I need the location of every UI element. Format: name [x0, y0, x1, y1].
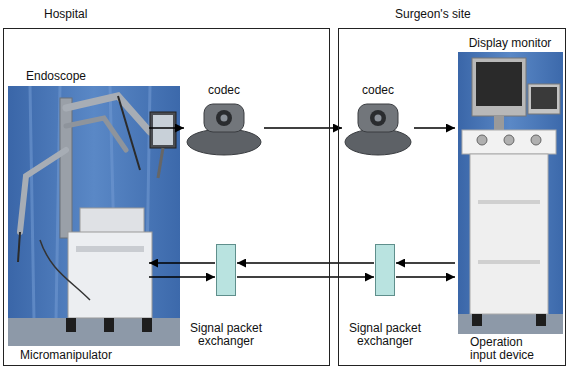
- signal-arrow: [237, 262, 374, 264]
- robot-photo-part: [66, 118, 126, 150]
- exchanger-box: Signal packet exchanger: [216, 244, 236, 296]
- panel-heading: Surgeon's site: [395, 8, 471, 21]
- codec-unit: codec: [185, 84, 263, 158]
- codec-device-part: [345, 129, 411, 155]
- robot-photo-part: [118, 96, 140, 170]
- signal-arrow: [396, 262, 455, 264]
- robot-photo-part: [40, 240, 90, 300]
- signal-arrow: [396, 276, 455, 278]
- console-photo: [458, 52, 563, 334]
- console-photo-part: [472, 314, 482, 326]
- console-photo-part: [531, 87, 557, 109]
- console-photo-part: [458, 52, 563, 334]
- codec-device: [345, 104, 411, 155]
- robot-photo-part: [68, 232, 152, 318]
- component-label: codec: [343, 84, 413, 97]
- component-label: Signal packet exchanger: [340, 322, 430, 348]
- codec-device-part: [216, 110, 232, 126]
- robot-photo-part: [60, 98, 72, 238]
- component-label: Operation input device: [470, 336, 552, 362]
- component-label: Signal packet exchanger: [181, 322, 271, 348]
- robot-photo-part: [80, 208, 144, 234]
- robot-photo-part: [20, 150, 66, 232]
- console-photo-part: [536, 314, 546, 326]
- codec-device-part: [375, 115, 382, 122]
- codec-device-part: [204, 104, 244, 132]
- console-photo-part: [531, 135, 541, 145]
- console-photo-part: [504, 135, 514, 145]
- robot-photo-part: [158, 148, 163, 178]
- console-photo-part: [470, 154, 548, 314]
- robot-photo-part: [150, 112, 176, 148]
- robot-photo-part: [8, 318, 180, 346]
- site-panel: Surgeon's sitecodecDisplay monitorOperat…: [338, 28, 566, 366]
- robot-photo-part: [66, 318, 76, 332]
- component-label: Endoscope: [26, 70, 86, 83]
- console-photo-part: [478, 200, 540, 204]
- console-photo-part: [476, 62, 522, 106]
- codec-device-part: [358, 104, 398, 132]
- codec-unit: codec: [343, 84, 413, 158]
- robot-photo-part: [76, 246, 144, 252]
- console-unit: Display monitorOperation input device: [456, 34, 564, 362]
- component-label: codec: [185, 84, 263, 97]
- exchanger-box: Signal packet exchanger: [375, 244, 395, 296]
- signal-arrow: [149, 262, 215, 264]
- signal-arrow: [237, 276, 374, 278]
- console-photo-part: [494, 116, 504, 130]
- panel-heading: Hospital: [44, 8, 87, 21]
- component-label: Display monitor: [456, 37, 564, 50]
- console-photo-part: [528, 84, 560, 114]
- signal-arrow: [264, 127, 342, 129]
- console-photo-part: [477, 135, 487, 145]
- component-label: Micromanipulator: [20, 349, 112, 362]
- console-photo-part: [458, 314, 563, 334]
- codec-device: [187, 104, 261, 155]
- signal-arrow: [414, 127, 455, 129]
- codec-device-part: [370, 110, 386, 126]
- robot-photo-part: [8, 86, 180, 346]
- console-photo-part: [462, 130, 556, 154]
- robot-photo-part: [104, 318, 114, 332]
- robot-photo: [8, 86, 180, 346]
- robot-photo-part: [153, 115, 173, 145]
- site-panel: HospitalEndoscopeMicromanipulatorcodecSi…: [3, 28, 330, 366]
- codec-device-part: [187, 129, 261, 155]
- robot-unit: EndoscopeMicromanipulator: [8, 64, 148, 362]
- signal-arrow: [149, 276, 215, 278]
- console-photo-part: [478, 260, 540, 264]
- signal-arrow: [149, 127, 184, 129]
- codec-device-part: [221, 115, 228, 122]
- console-photo-part: [472, 58, 526, 116]
- robot-photo-part: [142, 318, 152, 332]
- robot-photo-part: [18, 232, 20, 262]
